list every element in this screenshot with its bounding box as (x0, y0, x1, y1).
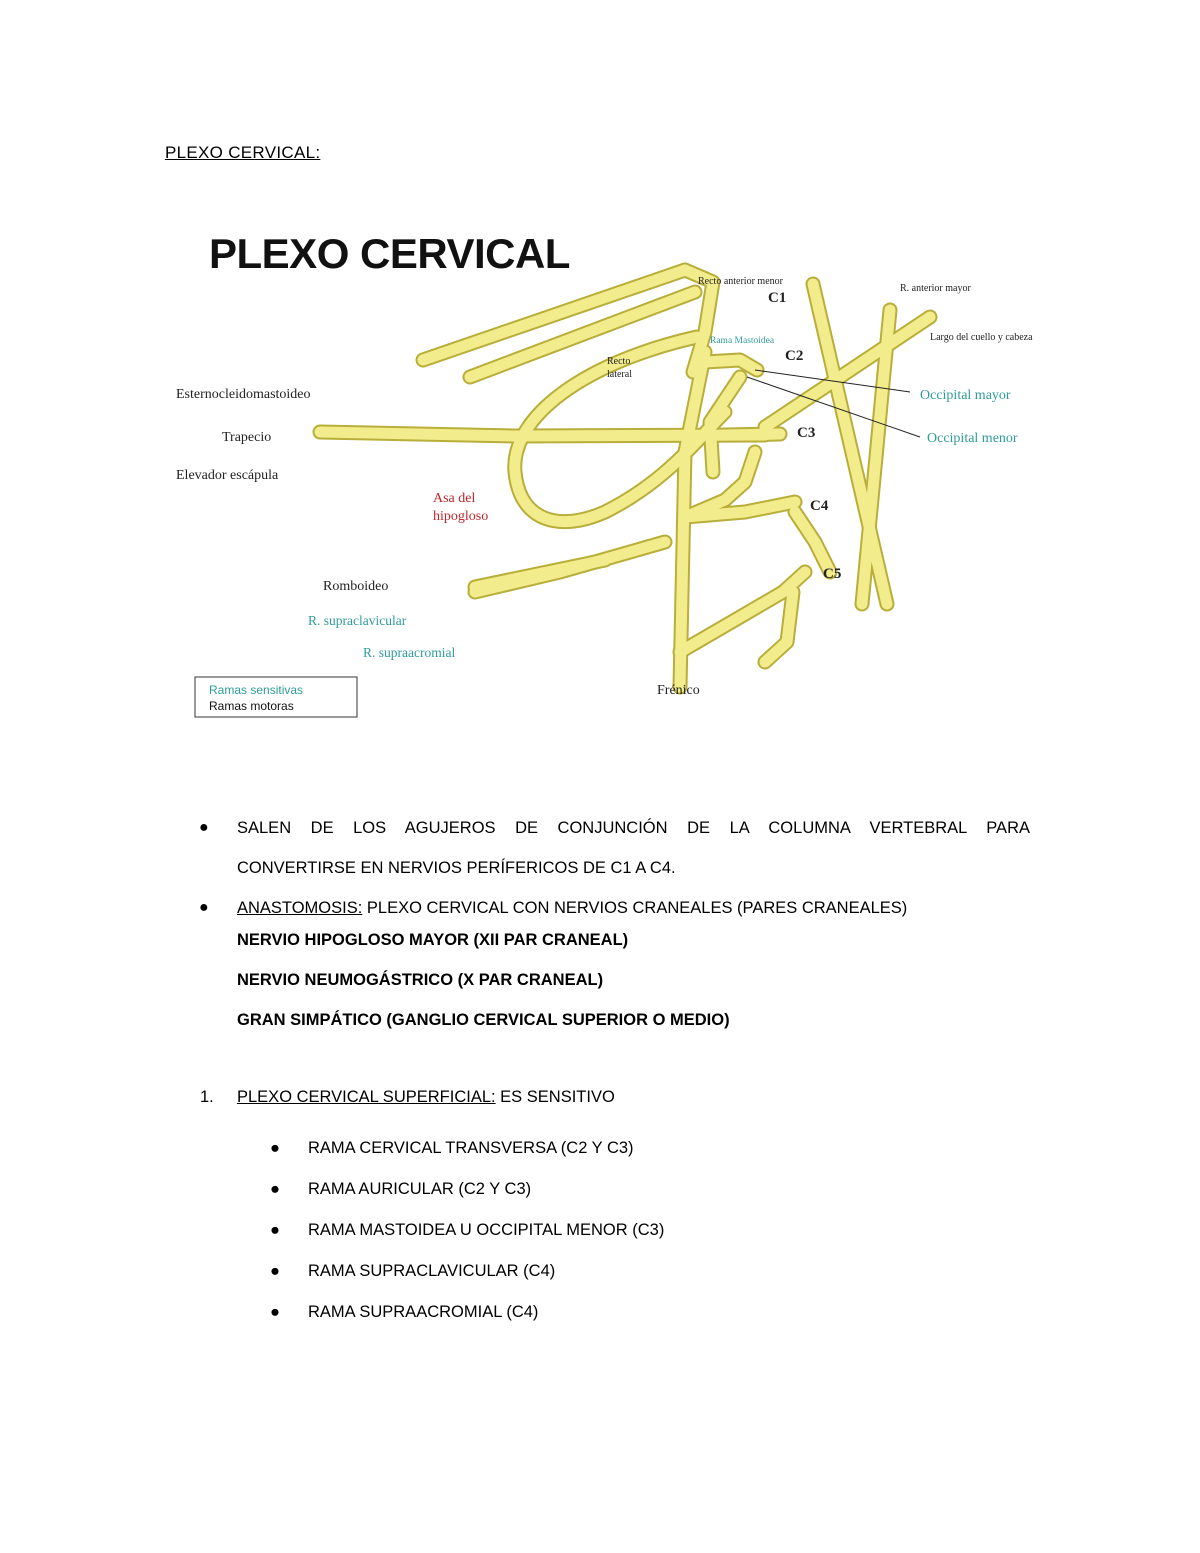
label-r-supraclavicular: R. supraclavicular (308, 613, 407, 628)
label-asa-1: Asa del (433, 491, 475, 506)
bullet-icon: ● (270, 1292, 280, 1333)
bullet-icon: ● (270, 1169, 280, 1210)
label-c2: C2 (785, 348, 803, 364)
frenico-connection-fill (680, 592, 783, 652)
branch-text: RAMA CERVICAL TRANSVERSA (C2 Y C3) (308, 1139, 634, 1157)
label-asa-2: hipogloso (433, 509, 488, 524)
bullet-icon: ● (199, 808, 209, 848)
trapecio-trunk-fill (320, 432, 765, 436)
label-trapecio: Trapecio (222, 430, 271, 445)
superficial-branch-list: ●RAMA CERVICAL TRANSVERSA (C2 Y C3) ●RAM… (308, 1128, 664, 1333)
bullet-icon: ● (270, 1210, 280, 1251)
bold-line-hipogloso: NERVIO HIPOGLOSO MAYOR (XII PAR CRANEAL) (237, 931, 628, 950)
branch-text: RAMA AURICULAR (C2 Y C3) (308, 1180, 531, 1198)
branch-text: RAMA SUPRAACROMIAL (C4) (308, 1303, 538, 1321)
label-occipital-menor: Occipital menor (927, 431, 1018, 446)
label-recto-lateral-1: Recto (607, 356, 630, 367)
bold-line-neumogastrico: NERVIO NEUMOGÁSTRICO (X PAR CRANEAL) (237, 971, 603, 990)
label-elevador: Elevador escápula (176, 468, 279, 483)
list-item: ●RAMA CERVICAL TRANSVERSA (C2 Y C3) (308, 1128, 664, 1169)
legend-motor: Ramas motoras (209, 699, 294, 713)
list-item: ●RAMA AURICULAR (C2 Y C3) (308, 1169, 664, 1210)
diagram-title: PLEXO CERVICAL (209, 230, 570, 277)
anastomosis-label: ANASTOMOSIS: (237, 899, 362, 917)
intro-bullet-list: ● SALEN DE LOS AGUJEROS DE CONJUNCIÓN DE… (237, 808, 1030, 928)
label-c5: C5 (823, 566, 841, 582)
bullet-icon: ● (199, 888, 209, 928)
label-largo-cuello: Largo del cuello y cabeza (930, 332, 1033, 343)
c2-to-c3-fill (710, 377, 740, 472)
branch-text: RAMA SUPRACLAVICULAR (C4) (308, 1262, 555, 1280)
label-r-anterior-mayor: R. anterior mayor (900, 283, 971, 294)
numbered-item-1: 1.PLEXO CERVICAL SUPERFICIAL: ES SENSITI… (200, 1088, 615, 1107)
bullet-text-line1: SALEN DE LOS AGUJEROS DE CONJUNCIÓN DE L… (237, 808, 1030, 848)
section-label: PLEXO CERVICAL SUPERFICIAL: (237, 1088, 496, 1106)
label-esternocleidomastoideo: Esternocleidomastoideo (176, 387, 311, 402)
list-item: ● ANASTOMOSIS: PLEXO CERVICAL CON NERVIO… (237, 888, 1030, 928)
item-number: 1. (200, 1088, 237, 1107)
label-c1: C1 (768, 290, 786, 306)
label-romboideo: Romboideo (323, 579, 388, 594)
list-item: ●RAMA SUPRACLAVICULAR (C4) (308, 1251, 664, 1292)
label-r-supraacromial: R. supraacromial (363, 645, 455, 660)
page-heading: PLEXO CERVICAL: (165, 143, 320, 163)
plexo-cervical-diagram: PLEXO CERVICAL Recto anterior menor C1 R… (165, 212, 1035, 732)
list-item: ● SALEN DE LOS AGUJEROS DE CONJUNCIÓN DE… (237, 808, 1030, 888)
label-rama-mastoidea: Rama Mastoidea (710, 336, 775, 346)
bullet-icon: ● (270, 1128, 280, 1169)
c3-branch-fill (725, 434, 780, 435)
legend: Ramas sensitivas Ramas motoras (195, 677, 357, 717)
label-occipital-mayor: Occipital mayor (920, 388, 1011, 403)
bullet-icon: ● (270, 1251, 280, 1292)
c4-down-fill (795, 512, 830, 572)
legend-sensitive: Ramas sensitivas (209, 683, 303, 697)
list-item: ●RAMA SUPRAACROMIAL (C4) (308, 1292, 664, 1333)
branch-text: RAMA MASTOIDEA U OCCIPITAL MENOR (C3) (308, 1221, 664, 1239)
nerve-drawing (320, 270, 930, 687)
list-item: ●RAMA MASTOIDEA U OCCIPITAL MENOR (C3) (308, 1210, 664, 1251)
label-c3: C3 (797, 425, 815, 441)
label-recto-anterior-menor: Recto anterior menor (698, 276, 784, 287)
bullet-text-line2: CONVERTIRSE EN NERVIOS PERÍFERICOS DE C1… (237, 848, 1030, 888)
section-text: ES SENSITIVO (496, 1088, 615, 1106)
label-frenico: Frénico (657, 683, 700, 698)
anastomosis-text: PLEXO CERVICAL CON NERVIOS CRANEALES (PA… (362, 899, 907, 917)
bold-line-simpatico: GRAN SIMPÁTICO (GANGLIO CERVICAL SUPERIO… (237, 1011, 730, 1030)
label-c4: C4 (810, 498, 829, 514)
label-recto-lateral-2: lateral (607, 369, 632, 380)
